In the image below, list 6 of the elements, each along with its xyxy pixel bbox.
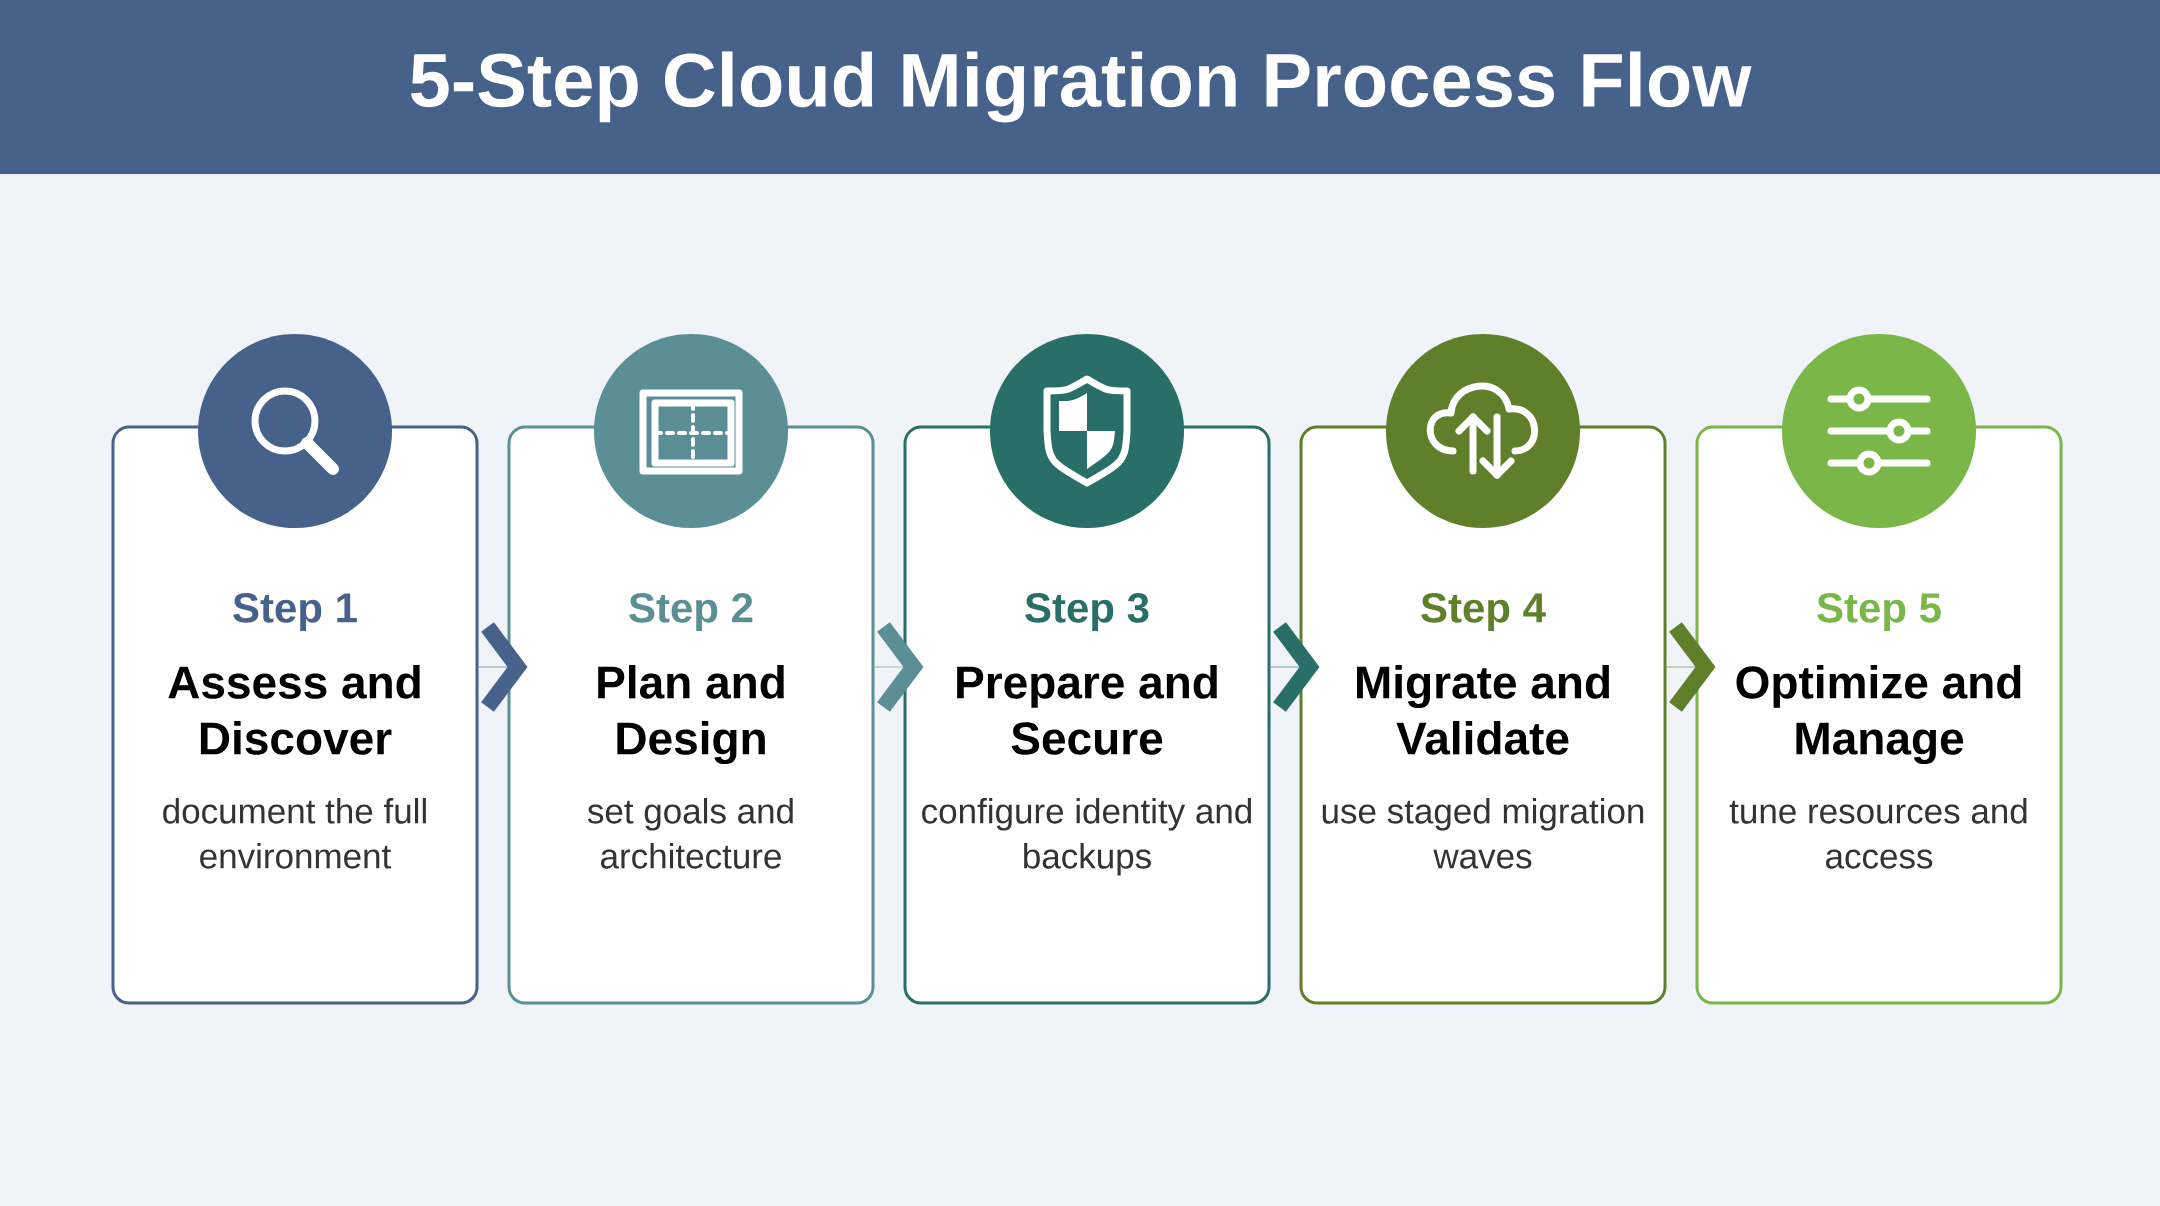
step-card: Step 1 Assess and Discover document the full environment <box>111 425 479 1005</box>
title-banner: 5-Step Cloud Migration Process Flow <box>0 0 2160 174</box>
step-card: Step 2 Plan and Design set goals and architecture <box>507 425 875 1005</box>
step-card: Step 4 Migrate and Validate use staged migration waves <box>1299 425 1667 1005</box>
step-card: Step 5 Optimize and Manage tune resources and access <box>1695 425 2063 1005</box>
step-card: Step 3 Prepare and Secure configure identity and backups <box>903 425 1271 1005</box>
